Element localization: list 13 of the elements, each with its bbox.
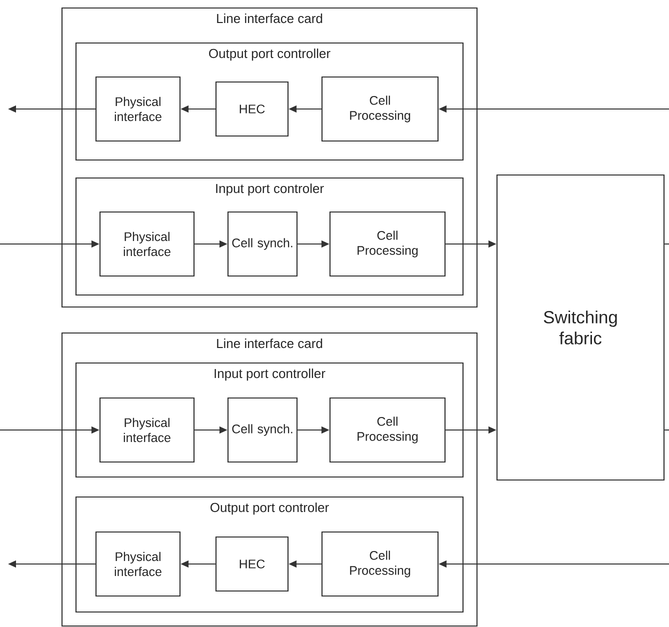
- switching-fabric-box: Switching fabric: [496, 174, 665, 481]
- block-box: Physical interface: [95, 76, 181, 142]
- block-box: Cell Processing: [329, 211, 446, 277]
- block-box: Physical interface: [95, 531, 181, 597]
- block-box: HEC: [215, 536, 289, 592]
- block-box: Cell synch.: [227, 211, 298, 277]
- block-box: Cell Processing: [321, 531, 439, 597]
- block-box: Cell Processing: [329, 397, 446, 463]
- block-box: Physical interface: [99, 397, 195, 463]
- block-box: HEC: [215, 81, 289, 137]
- block-box: Cell Processing: [321, 76, 439, 142]
- block-box: Cell synch.: [227, 397, 298, 463]
- block-box: Physical interface: [99, 211, 195, 277]
